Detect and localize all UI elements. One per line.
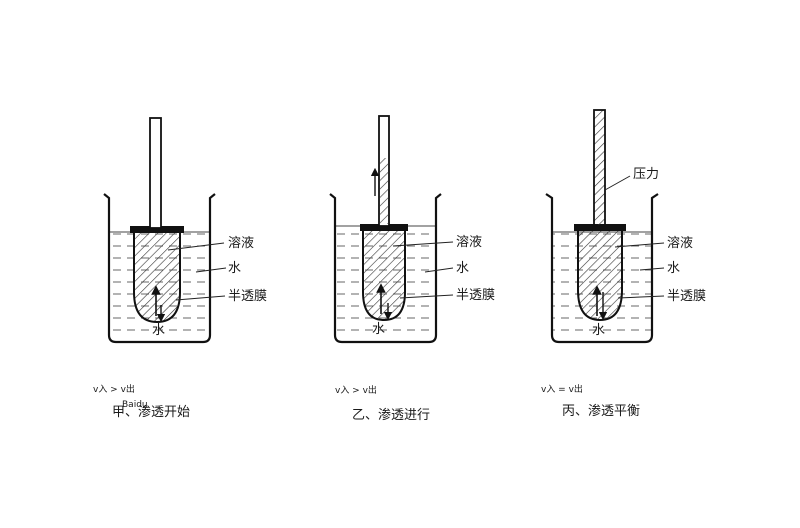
stopper [360, 224, 408, 231]
stopper [130, 226, 184, 233]
label-solution: 溶液 [667, 236, 693, 251]
rate-relation: v入 = v出 [541, 383, 583, 395]
caption: 甲、渗透开始 [112, 405, 190, 420]
rate-relation: v入 > v出 [335, 384, 377, 396]
panel-3: 压力 溶液 水 半透膜 水 v入 = v出 丙、渗透平衡 [541, 109, 706, 419]
label-water: 水 [456, 261, 469, 276]
rate-relation: v入 > v出 [93, 383, 135, 395]
tube-liquid [380, 158, 388, 224]
beaker [329, 193, 442, 344]
membrane-bag [362, 229, 406, 322]
tube [593, 109, 606, 227]
label-solution: 溶液 [456, 235, 482, 250]
label-membrane: 半透膜 [456, 288, 495, 303]
label-bottom-water: 水 [152, 323, 165, 338]
label-solution: 溶液 [228, 236, 254, 251]
membrane-bag [133, 231, 181, 324]
label-water: 水 [667, 261, 680, 276]
label-bottom-water: 水 [592, 323, 605, 338]
label-water: 水 [228, 261, 241, 276]
label-bottom-water: 水 [372, 322, 385, 337]
beaker [545, 193, 659, 344]
label-membrane: 半透膜 [228, 289, 267, 304]
stopper [574, 224, 626, 231]
label-pressure: 压力 [633, 167, 659, 182]
caption: 丙、渗透平衡 [562, 404, 640, 419]
membrane-bag [577, 229, 623, 322]
tube [149, 117, 162, 229]
panel-1: 溶液 水 半透膜 水 v入 > v出 甲、渗透开始 Baidu [93, 117, 267, 420]
watermark: Baidu [122, 400, 148, 410]
caption: 乙、渗透进行 [352, 408, 430, 423]
panel-2: 溶液 水 半透膜 水 v入 > v出 乙、渗透进行 [329, 115, 495, 423]
beaker [103, 193, 216, 344]
label-membrane: 半透膜 [667, 289, 706, 304]
